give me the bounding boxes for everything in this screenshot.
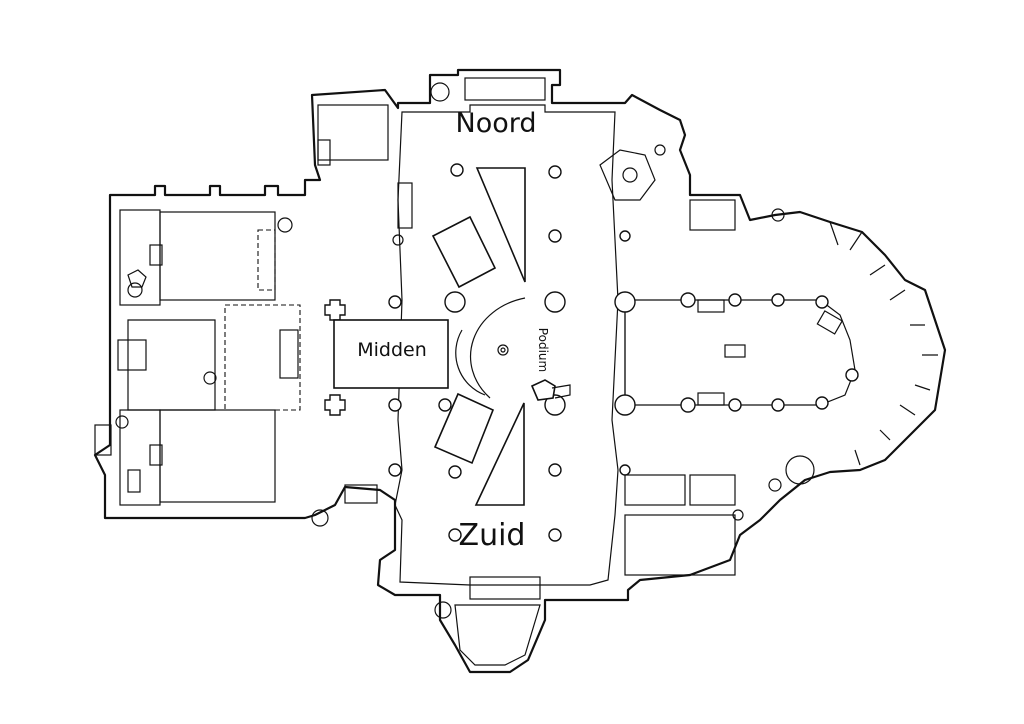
podium-area [455, 297, 571, 401]
south-porch [94, 424, 541, 666]
column [388, 463, 402, 477]
column [388, 295, 402, 309]
lectern-icon [530, 379, 556, 401]
podium-arc [469, 297, 526, 399]
label-noord: Noord [456, 108, 537, 139]
column [619, 464, 631, 476]
column [448, 528, 462, 542]
choir-columns [614, 291, 859, 416]
column [548, 528, 562, 542]
north-porch [317, 77, 546, 246]
labels: Noord Midden Podium Zuid [357, 108, 550, 553]
label-midden: Midden [357, 339, 427, 361]
column [450, 163, 464, 177]
seating-block-north-rect [431, 215, 497, 289]
label-podium: Podium [536, 328, 550, 372]
outer-wall [93, 68, 947, 674]
west-chapels [115, 209, 301, 506]
label-zuid: Zuid [459, 518, 526, 553]
column [444, 291, 466, 313]
column [548, 463, 562, 477]
seating [333, 167, 526, 506]
seating-block-south-wedge [474, 402, 525, 506]
column [544, 291, 566, 313]
column [548, 229, 562, 243]
column [388, 398, 402, 412]
column [619, 230, 631, 242]
seating-block-south-rect [433, 392, 495, 465]
seating-block-north-wedge [475, 167, 526, 283]
seating-block-middle [333, 319, 449, 389]
column [448, 465, 462, 479]
podium-center-circle [497, 344, 509, 356]
column [548, 165, 562, 179]
column [438, 398, 452, 412]
column [544, 394, 566, 416]
nave-columns [324, 163, 631, 542]
